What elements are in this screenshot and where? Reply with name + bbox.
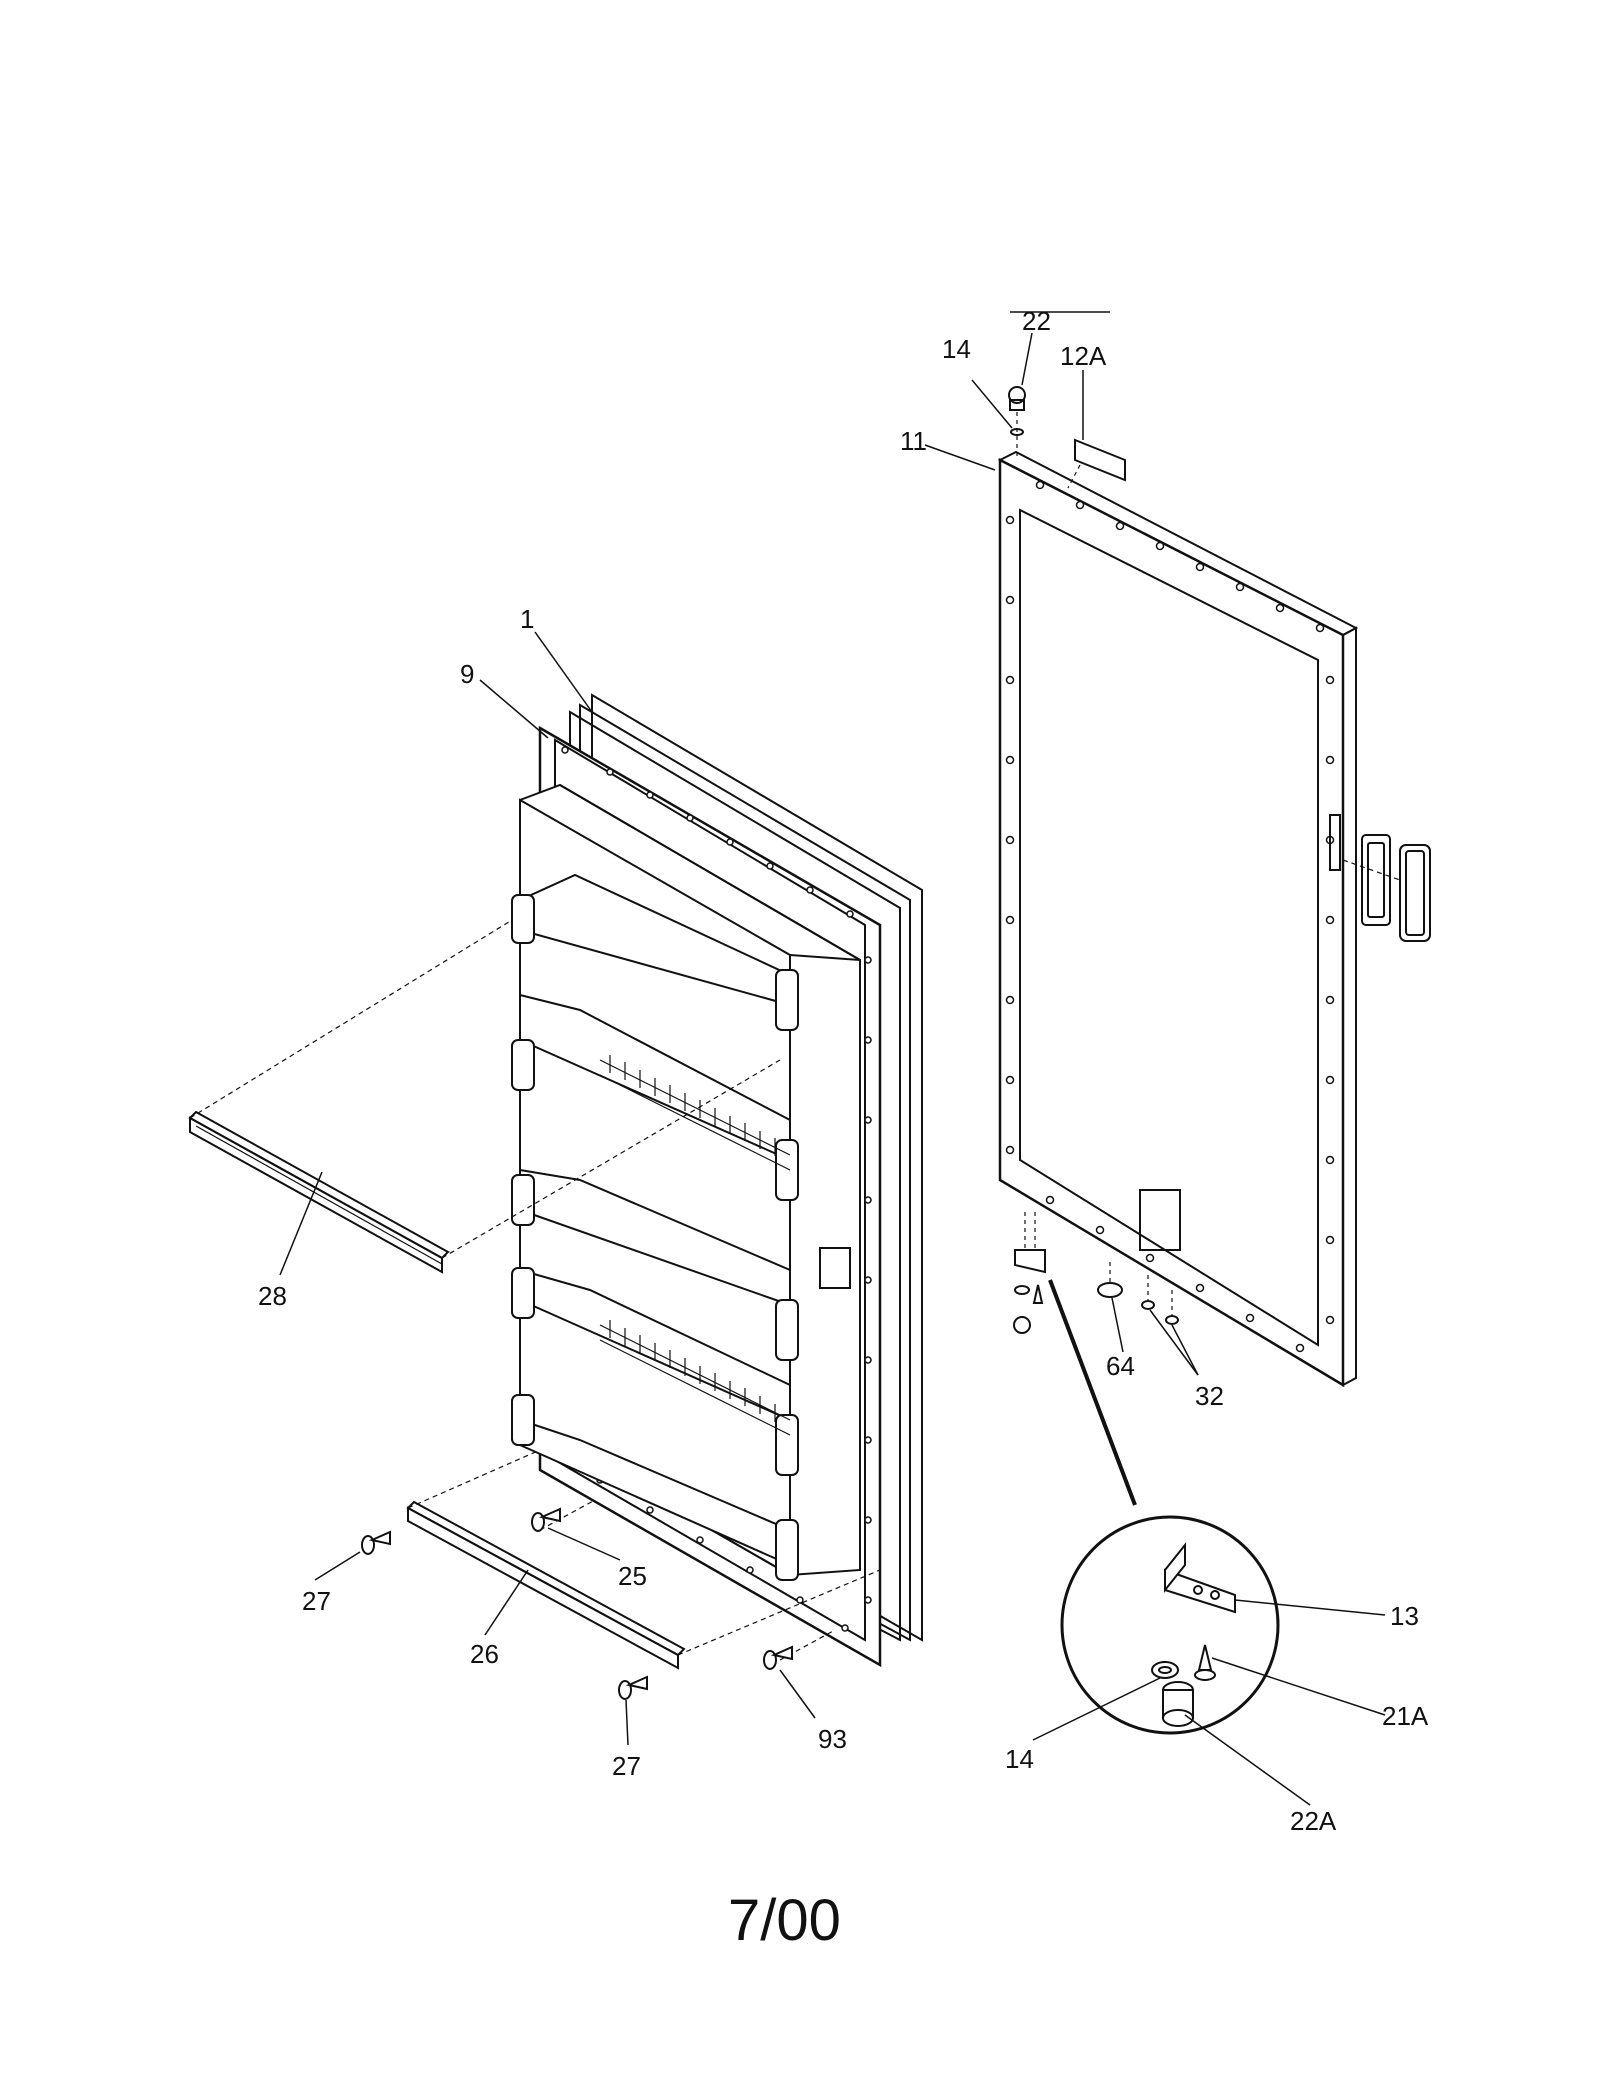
callout-27-bottom: 27 <box>612 1751 641 1781</box>
callout-25: 25 <box>618 1561 647 1591</box>
callout-27-left: 27 <box>302 1586 331 1616</box>
top-hinge-parts <box>1008 311 1126 489</box>
shelf-bar-28 <box>188 919 781 1274</box>
bottom-hinge-parts <box>1013 1212 1179 1506</box>
outer-door-panel <box>997 450 1359 1388</box>
callout-64: 64 <box>1106 1351 1135 1381</box>
callout-9: 9 <box>460 659 474 689</box>
hinge-detail-circle <box>1060 1515 1280 1735</box>
callout-labels: 22 14 12A 11 1 9 28 64 32 13 21A 14 22A … <box>258 306 1429 1836</box>
leader-lines <box>279 332 1386 1806</box>
door-shelves <box>511 873 799 1581</box>
callout-11: 11 <box>900 426 927 456</box>
callout-13: 13 <box>1390 1601 1419 1631</box>
callout-32: 32 <box>1195 1381 1224 1411</box>
callout-1: 1 <box>520 604 534 634</box>
screws <box>361 1507 793 1700</box>
bottom-bar-26 <box>406 1449 881 1670</box>
callout-14-top: 14 <box>942 334 971 364</box>
callout-14-bottom: 14 <box>1005 1744 1034 1774</box>
callout-21A: 21A <box>1382 1701 1429 1731</box>
callout-28: 28 <box>258 1281 287 1311</box>
footer-date: 7/00 <box>728 1888 841 1953</box>
callout-22: 22 <box>1022 306 1051 336</box>
callout-12A: 12A <box>1060 341 1107 371</box>
callout-26: 26 <box>470 1639 499 1669</box>
callout-93: 93 <box>818 1724 847 1754</box>
wire-racks <box>599 1055 791 1436</box>
handle-assembly <box>1342 834 1431 942</box>
callout-22A: 22A <box>1290 1806 1337 1836</box>
